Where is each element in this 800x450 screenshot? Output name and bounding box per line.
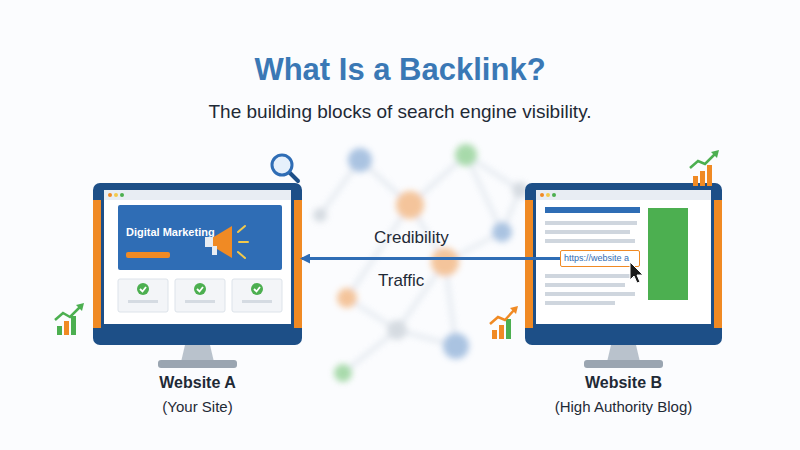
node-text: Website A bbox=[93, 374, 302, 392]
monitor-node: Website B(High Authority Blog)https://we… bbox=[525, 183, 722, 345]
growth-chart-icon bbox=[490, 306, 518, 339]
node-subtext: (High Authority Blog) bbox=[525, 398, 722, 415]
node-text: Digital Marketing bbox=[126, 226, 215, 238]
node-subtext: (Your Site) bbox=[93, 398, 302, 415]
node-text: https://website a bbox=[564, 253, 629, 263]
growth-chart-icon bbox=[690, 150, 719, 186]
link-arrow bbox=[302, 257, 560, 260]
edge-label: Traffic bbox=[378, 271, 424, 291]
subtitle-text: The building blocks of search engine vis… bbox=[0, 101, 800, 123]
edge-label: Credibility bbox=[374, 228, 449, 248]
network-background bbox=[313, 144, 528, 382]
monitor-left bbox=[93, 183, 302, 368]
node-text: Website B bbox=[525, 374, 722, 392]
hero-banner: Digital Marketing bbox=[118, 205, 282, 270]
growth-chart-icon bbox=[55, 303, 84, 335]
diagram-title: What Is a Backlink? bbox=[0, 52, 800, 88]
monitor-right bbox=[525, 183, 722, 368]
magnifier-icon bbox=[272, 155, 298, 181]
link-box: https://website a bbox=[560, 250, 640, 267]
monitor-node: Website A(Your Site)Digital Marketing bbox=[93, 183, 302, 345]
